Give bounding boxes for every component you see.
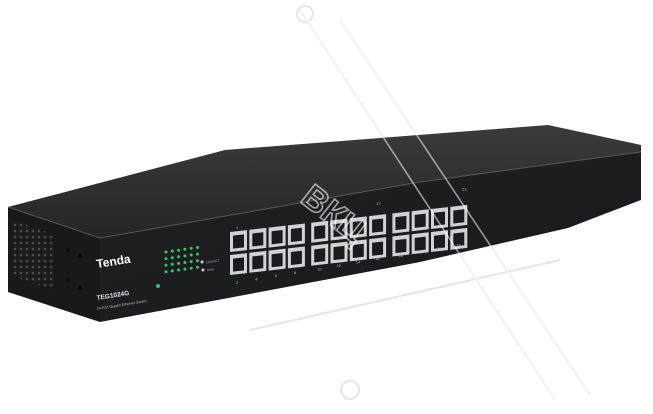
port-status-led [189, 246, 193, 250]
ethernet-port [311, 243, 329, 266]
port-status-led [189, 266, 193, 270]
port-number-label: 12 [337, 263, 342, 268]
port-status-led [183, 247, 187, 251]
port-number-label: 17 [376, 201, 381, 206]
branding: Tenda TEG1024G 24-Port Gigabit Ethernet … [95, 252, 147, 311]
port-status-led [177, 261, 181, 265]
port-number-label: 2 [236, 280, 239, 285]
side-vents [12, 220, 55, 290]
led-legend-link: LINK/ACT [206, 258, 220, 264]
port-status-led [170, 249, 174, 253]
model-description: 24-Port Gigabit Ethernet Switch [97, 299, 147, 311]
ethernet-port [311, 220, 329, 243]
watermark-ring-3 [340, 380, 360, 400]
rack-hole-1 [66, 248, 70, 252]
port-status-led [170, 262, 174, 266]
rack-hole-4 [78, 285, 82, 289]
port-status-led [183, 254, 187, 258]
ethernet-port [369, 214, 387, 237]
ethernet-port [431, 230, 448, 253]
ethernet-port [249, 227, 267, 250]
ethernet-port [249, 250, 267, 273]
port-status-led [196, 246, 199, 249]
switch-chassis [7, 125, 642, 322]
ethernet-port [411, 232, 429, 255]
port-status-led [164, 270, 168, 274]
ethernet-port [230, 253, 247, 275]
port-number-label: 16 [375, 256, 380, 261]
rack-hole-2 [66, 278, 70, 282]
port-number-label: 4 [255, 277, 258, 282]
ethernet-port [450, 204, 468, 227]
ethernet-port [392, 234, 410, 257]
port-status-led [177, 248, 181, 252]
ethernet-port [230, 230, 247, 252]
ethernet-port [287, 223, 305, 246]
ethernet-port [349, 216, 367, 239]
watermark-ring-1 [296, 5, 314, 23]
brand-logo: Tenda [95, 252, 132, 271]
ethernet-port [392, 211, 410, 234]
port-number-label: 18 [398, 253, 403, 258]
ethernet-port [330, 218, 348, 241]
port-number-label: 10 [317, 266, 322, 271]
ethernet-port [369, 237, 387, 260]
port-number-label: 8 [294, 270, 297, 275]
led-panel [156, 246, 199, 288]
port-status-led [183, 267, 187, 271]
port-number-label: 20 [418, 249, 423, 254]
chassis-front [100, 152, 641, 322]
ethernet-port [268, 225, 286, 248]
port-status-led [189, 253, 193, 257]
port-number-label: 14 [356, 260, 361, 265]
port-status-led [164, 257, 168, 261]
port-status-led [196, 259, 199, 263]
power-led [156, 284, 160, 288]
ethernet-port [411, 209, 429, 232]
port-status-led [177, 268, 181, 272]
port-number-label: 6 [275, 273, 278, 278]
ethernet-port [431, 207, 448, 230]
ethernet-port [268, 248, 286, 271]
port-status-led [196, 265, 199, 269]
ethernet-port [349, 239, 367, 262]
led-legend: LINK/ACT PWR [200, 258, 220, 272]
port-number-label: 22 [437, 246, 442, 251]
port-number-label: 23 [462, 187, 467, 192]
ethernet-port [450, 227, 468, 250]
port-status-led [189, 260, 193, 264]
port-status-led [196, 252, 199, 256]
port-panel [230, 204, 468, 275]
ethernet-port [330, 241, 348, 264]
ethernet-port [287, 246, 305, 269]
port-status-led [170, 256, 174, 260]
port-status-led [164, 263, 168, 267]
rack-hole-3 [78, 253, 82, 257]
chassis-top [8, 125, 641, 238]
port-status-led [177, 255, 181, 259]
port-number-label: 1 [236, 225, 239, 230]
port-number-label: 24 [456, 243, 461, 248]
led-legend-power: PWR [207, 267, 215, 272]
port-status-led [170, 269, 174, 273]
port-status-led [183, 261, 187, 264]
port-status-led [164, 250, 168, 254]
